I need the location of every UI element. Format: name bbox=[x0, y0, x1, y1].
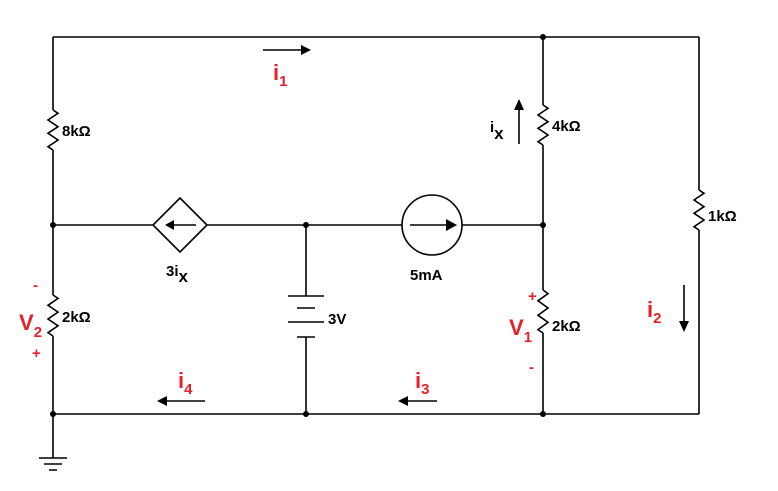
arrow-right-icon bbox=[301, 45, 311, 55]
v1-plus-sign: + bbox=[528, 288, 537, 305]
wires bbox=[52, 36, 700, 458]
i4-sub-label: 4 bbox=[184, 381, 193, 398]
current-i3: i3 bbox=[398, 368, 437, 406]
svg-text:V2: V2 bbox=[19, 310, 42, 341]
svg-text:i4: i4 bbox=[178, 368, 193, 398]
i3-sub-label: 3 bbox=[421, 381, 429, 398]
junction-dot bbox=[50, 411, 56, 417]
resistor-4k: 4kΩ bbox=[536, 104, 581, 146]
junction-dot bbox=[540, 411, 546, 417]
i2-base-label: i bbox=[647, 297, 653, 322]
v1-minus-sign: - bbox=[529, 359, 534, 376]
v1-sub-label: 1 bbox=[524, 329, 532, 346]
current-source-5ma: 5mA bbox=[401, 194, 463, 284]
v2-minus-sign: - bbox=[33, 277, 38, 294]
svg-text:i3: i3 bbox=[415, 368, 429, 398]
dependent-current-source: 3ix bbox=[151, 196, 209, 286]
current-i2: i2 bbox=[647, 285, 689, 332]
svg-text:3ix: 3ix bbox=[166, 263, 189, 286]
voltage-v2: - V2 + bbox=[19, 277, 42, 362]
v2-sub-label: 2 bbox=[34, 324, 42, 341]
resistor-2k-right-label: 2kΩ bbox=[552, 318, 581, 335]
svg-text:i2: i2 bbox=[647, 297, 661, 327]
current-source-label: 5mA bbox=[410, 267, 443, 284]
current-i4: i4 bbox=[157, 368, 205, 406]
resistor-2k-left-label: 2kΩ bbox=[62, 309, 91, 326]
svg-text:i1: i1 bbox=[273, 60, 287, 90]
i1-sub-label: 1 bbox=[279, 73, 287, 90]
arrow-left-icon bbox=[157, 396, 167, 406]
ix-base-label: i bbox=[490, 119, 494, 136]
resistor-2k-right: 2kΩ bbox=[536, 289, 581, 335]
current-i1: i1 bbox=[263, 45, 311, 90]
i2-sub-label: 2 bbox=[653, 310, 661, 327]
dep-source-coef-label: 3i bbox=[166, 263, 179, 280]
junction-dot bbox=[303, 411, 309, 417]
arrow-right-icon bbox=[446, 219, 457, 231]
voltage-source-label: 3V bbox=[328, 311, 346, 328]
v2-base-label: V bbox=[19, 310, 34, 335]
junctions bbox=[50, 34, 546, 417]
voltage-v1: + V1 - bbox=[509, 288, 537, 376]
junction-dot bbox=[50, 222, 56, 228]
resistor-1k: 1kΩ bbox=[692, 189, 737, 231]
voltage-source-3v: 3V bbox=[288, 295, 346, 338]
arrow-down-icon bbox=[679, 321, 689, 332]
arrow-left-icon bbox=[165, 220, 174, 230]
resistor-1k-label: 1kΩ bbox=[708, 208, 737, 225]
junction-dot bbox=[303, 222, 309, 228]
i1-base-label: i bbox=[273, 60, 279, 85]
i3-base-label: i bbox=[415, 368, 421, 393]
resistor-2k-left: 2kΩ bbox=[46, 294, 91, 337]
resistor-8k-label: 8kΩ bbox=[62, 123, 91, 140]
current-ix: ix bbox=[490, 99, 524, 144]
i4-base-label: i bbox=[178, 368, 184, 393]
ix-sub-label: x bbox=[494, 124, 504, 143]
junction-dot bbox=[540, 34, 546, 40]
v2-plus-sign: + bbox=[32, 345, 41, 362]
resistor-8k: 8kΩ bbox=[46, 109, 91, 151]
ground-icon bbox=[39, 457, 67, 471]
dep-source-sub-label: x bbox=[179, 267, 189, 286]
svg-text:ix: ix bbox=[490, 119, 504, 143]
junction-dot bbox=[540, 222, 546, 228]
arrow-left-icon bbox=[398, 396, 408, 406]
arrow-up-icon bbox=[514, 99, 524, 110]
v1-base-label: V bbox=[509, 315, 524, 340]
resistor-4k-label: 4kΩ bbox=[552, 118, 581, 135]
svg-text:V1: V1 bbox=[509, 315, 532, 346]
